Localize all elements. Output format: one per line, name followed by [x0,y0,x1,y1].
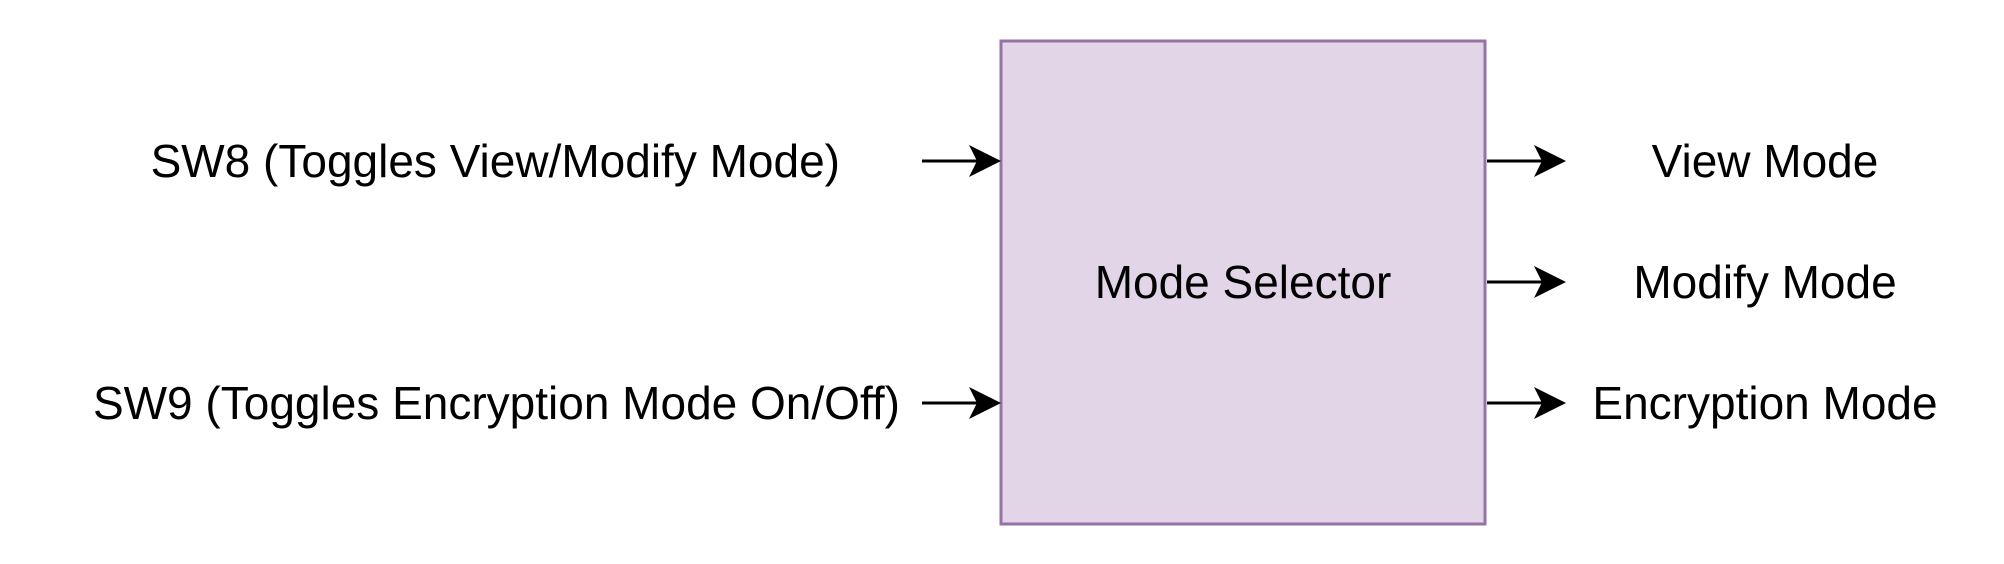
mode-selector-block[interactable] [999,39,1487,526]
input-arrow-sw9 [922,387,1001,419]
output-label-modify-mode: Modify Mode [1633,256,1897,308]
output-arrow-view-mode [1487,145,1566,177]
mode-selector-label: Mode Selector [1094,256,1392,308]
output-label-view-mode: View Mode [1651,135,1879,187]
output-arrow-encryption-mode [1487,387,1566,419]
output-arrow-modify-mode [1487,266,1566,298]
output-label-encryption-mode: Encryption Mode [1592,377,1938,429]
input-label-sw9: SW9 (Toggles Encryption Mode On/Off) [92,377,900,429]
input-arrow-sw8 [922,145,1001,177]
input-label-sw8: SW8 (Toggles View/Modify Mode) [150,135,840,187]
